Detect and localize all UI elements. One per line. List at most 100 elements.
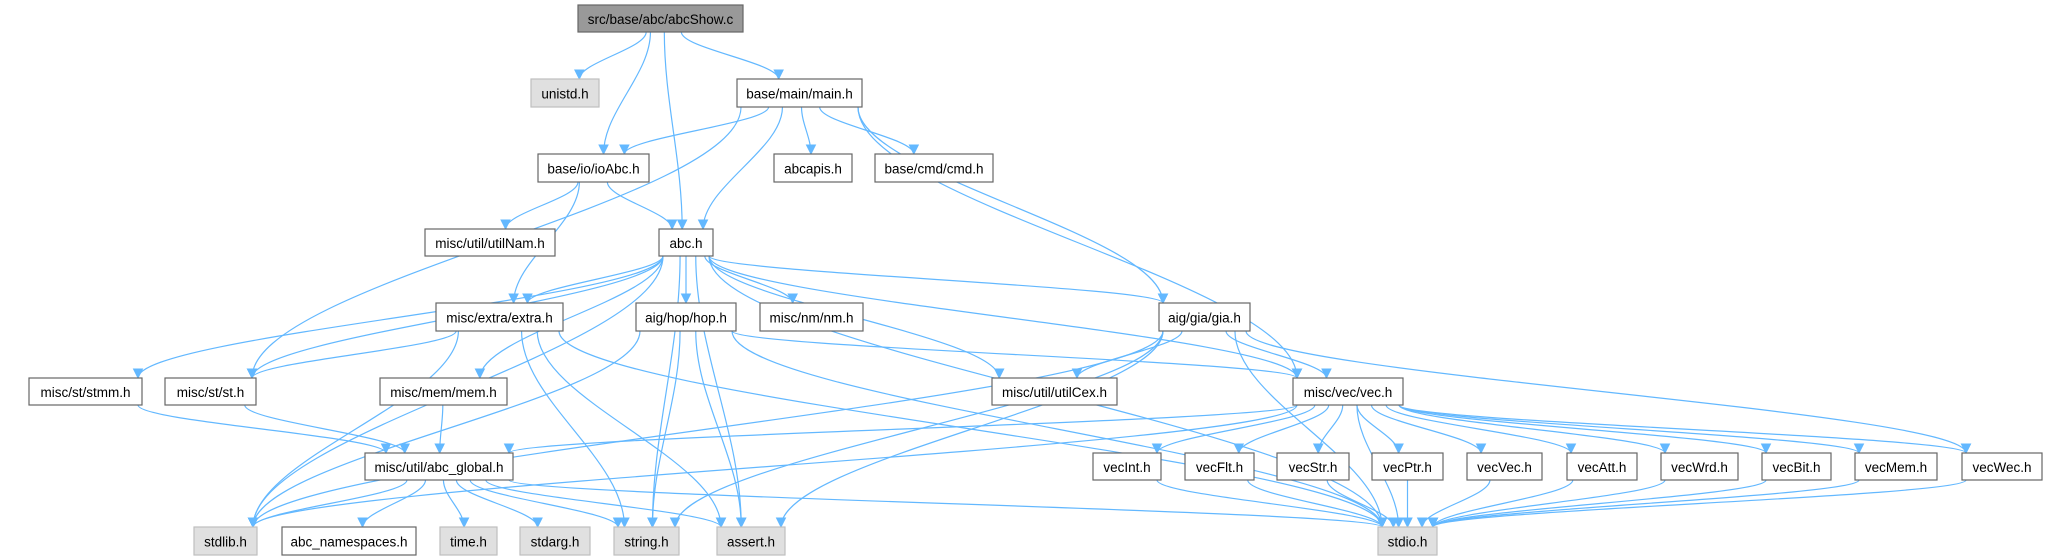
edge-extra-to-string <box>520 330 630 529</box>
node-label: abc.h <box>669 236 702 251</box>
node-label: misc/extra/extra.h <box>446 311 553 326</box>
node-label: vecVec.h <box>1477 460 1532 475</box>
edge-abc_global-to-stdarg <box>455 479 543 529</box>
edge-abc_global-to-abc_namespaces <box>357 479 427 529</box>
edge-vecWec-to-stdio <box>1427 479 1967 529</box>
edge-main-to-abc <box>697 106 784 231</box>
node-st[interactable]: misc/st/st.h <box>164 377 257 406</box>
node-label: assert.h <box>727 535 775 550</box>
node-cmd[interactable]: base/cmd/cmd.h <box>874 153 994 183</box>
edge-abc_global-to-string <box>469 479 624 529</box>
edge-abc-to-vec <box>708 255 1303 380</box>
node-vecInt[interactable]: vecInt.h <box>1092 452 1162 481</box>
node-box <box>1854 452 1938 481</box>
node-box <box>613 526 680 556</box>
node-abc_namespaces[interactable]: abc_namespaces.h <box>281 526 417 556</box>
node-box <box>635 302 737 332</box>
node-mem[interactable]: misc/mem/mem.h <box>379 377 508 406</box>
node-box <box>379 377 508 406</box>
edge-abc-to-extra <box>522 255 664 305</box>
node-box <box>164 377 257 406</box>
node-label: misc/mem/mem.h <box>390 385 497 400</box>
node-vecWrd[interactable]: vecWrd.h <box>1660 452 1739 481</box>
node-ioAbc[interactable]: base/io/ioAbc.h <box>537 153 650 183</box>
edge-abc-to-gia <box>708 255 1169 305</box>
node-vecAtt[interactable]: vecAtt.h <box>1566 452 1638 481</box>
node-label: misc/util/utilNam.h <box>435 236 545 251</box>
node-string: string.h <box>613 526 680 556</box>
edge-hop-to-string <box>647 330 681 529</box>
node-box <box>519 526 591 556</box>
edge-abc-to-assert <box>695 255 747 529</box>
edge-gia-to-vecWec <box>1245 330 1972 455</box>
node-vecVec[interactable]: vecVec.h <box>1466 452 1543 481</box>
node-label: misc/st/st.h <box>177 385 245 400</box>
node-box <box>1092 452 1162 481</box>
edge-hop-to-vec <box>731 330 1303 380</box>
node-vecBit[interactable]: vecBit.h <box>1761 452 1832 481</box>
edge-gia-to-string <box>669 330 1164 529</box>
node-label: vecWrd.h <box>1671 460 1728 475</box>
node-assert: assert.h <box>716 526 786 556</box>
node-label: stdlib.h <box>204 535 247 550</box>
node-stmm[interactable]: misc/st/stmm.h <box>28 377 143 406</box>
edge-mem-to-abc_global <box>434 404 446 455</box>
edge-main-to-vec <box>857 106 1303 380</box>
edge-vecMem-to-stdio <box>1427 479 1860 529</box>
node-label: vecStr.h <box>1289 460 1338 475</box>
edge-abcShow-to-abc <box>663 31 688 231</box>
node-label: aig/gia/gia.h <box>1168 311 1241 326</box>
node-label: vecWec.h <box>1972 460 2031 475</box>
node-label: aig/hop/hop.h <box>645 311 727 326</box>
node-box <box>1292 377 1404 406</box>
edge-vec-to-vecVec <box>1370 404 1487 455</box>
node-box <box>424 228 556 257</box>
node-stdarg: stdarg.h <box>519 526 591 556</box>
node-utilCex[interactable]: misc/util/utilCex.h <box>991 377 1118 406</box>
node-box <box>1961 452 2043 481</box>
node-hop[interactable]: aig/hop/hop.h <box>635 302 737 332</box>
node-label: abcapis.h <box>784 162 842 177</box>
node-label: vecInt.h <box>1103 460 1150 475</box>
node-box <box>1276 452 1350 481</box>
node-utilNam[interactable]: misc/util/utilNam.h <box>424 228 556 257</box>
node-box <box>1761 452 1832 481</box>
node-vecFlt[interactable]: vecFlt.h <box>1184 452 1255 481</box>
node-label: string.h <box>624 535 668 550</box>
edge-ioAbc-to-utilNam <box>500 181 579 231</box>
node-main[interactable]: base/main/main.h <box>736 78 863 108</box>
node-label: vecPtr.h <box>1383 460 1432 475</box>
node-box <box>1184 452 1255 481</box>
node-vecPtr[interactable]: vecPtr.h <box>1371 452 1444 481</box>
node-vecWec[interactable]: vecWec.h <box>1961 452 2043 481</box>
node-extra[interactable]: misc/extra/extra.h <box>435 302 564 332</box>
node-abc[interactable]: abc.h <box>658 228 714 257</box>
node-box <box>530 78 600 108</box>
edge-extra-to-stdlib <box>247 330 459 529</box>
node-box <box>1466 452 1543 481</box>
node-abc_global[interactable]: misc/util/abc_global.h <box>364 452 514 481</box>
edge-vec-to-vecAtt <box>1385 404 1577 455</box>
node-box <box>537 153 650 183</box>
node-abcapis[interactable]: abcapis.h <box>773 153 853 183</box>
node-label: src/base/abc/abcShow.c <box>588 12 734 27</box>
edge-vecStr-to-stdio <box>1326 479 1399 529</box>
node-nm[interactable]: misc/nm/nm.h <box>759 302 864 332</box>
edge-abcShow-to-ioAbc <box>598 31 652 156</box>
node-time: time.h <box>439 526 498 556</box>
edge-hop-to-stdio <box>731 330 1388 529</box>
node-abcShow[interactable]: src/base/abc/abcShow.c <box>577 4 744 33</box>
node-vecStr[interactable]: vecStr.h <box>1276 452 1350 481</box>
edge-st-to-abc_global <box>244 404 411 455</box>
edge-abc-to-nm <box>704 255 799 305</box>
node-vecMem[interactable]: vecMem.h <box>1854 452 1938 481</box>
node-gia[interactable]: aig/gia/gia.h <box>1158 302 1251 332</box>
node-label: vecFlt.h <box>1196 460 1243 475</box>
node-box <box>435 302 564 332</box>
node-label: misc/nm/nm.h <box>769 311 853 326</box>
edge-abc-to-string <box>647 255 681 529</box>
node-vec[interactable]: misc/vec/vec.h <box>1292 377 1404 406</box>
edge-gia-to-vec <box>1225 330 1332 380</box>
